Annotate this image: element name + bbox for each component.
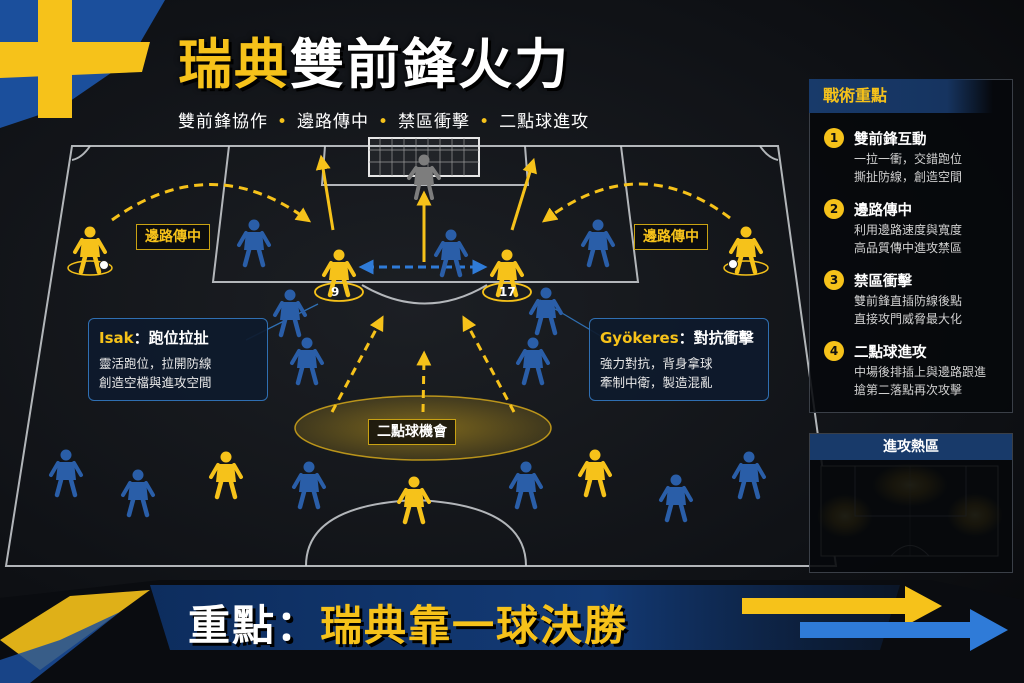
cross-arrow-left xyxy=(111,183,312,223)
subtitle-strip: 雙前鋒協作 • 邊路傳中 • 禁區衝擊 • 二點球進攻 xyxy=(178,107,589,132)
banner-arrow-blue xyxy=(800,609,1008,651)
panel-item-line: 利用邊路速度與寬度 xyxy=(854,223,963,237)
panel-item-line: 直接攻門威脅最大化 xyxy=(854,312,963,326)
colon: ： xyxy=(678,329,694,347)
winger-ring-right xyxy=(723,260,769,276)
jersey-number-right: 17 xyxy=(499,285,516,299)
flag-corner-graphic xyxy=(0,0,165,128)
tag-second-ball: 二點球機會 xyxy=(368,419,456,445)
second-ball-arrow-center xyxy=(416,350,432,413)
panel-item-number: 1 xyxy=(824,128,844,148)
panel-item-line: 撕扯防線，創造空間 xyxy=(854,170,963,184)
panel-item-number: 2 xyxy=(824,199,844,219)
panel-item-number: 4 xyxy=(824,341,844,361)
callout-heading: Isak：跑位拉扯 xyxy=(99,327,257,348)
panel-item-line: 搶第二落點再次攻擊 xyxy=(854,383,963,397)
banner-prefix: 重點： xyxy=(188,601,321,650)
cross-arrow-right xyxy=(541,182,731,223)
ball-icons xyxy=(99,259,738,270)
player-name: Gyökeres xyxy=(600,329,679,347)
panel-item-line: 中場後排插上與邊路跟進 xyxy=(854,365,987,379)
winger-ring-left xyxy=(67,260,113,276)
run-arrow-right-striker xyxy=(510,157,537,231)
bottom-banner xyxy=(0,580,1024,683)
subtitle-item: 邊路傳中 xyxy=(297,112,370,132)
banner-headline: 重點：瑞典靠一球決勝 xyxy=(188,592,628,653)
callout-line: 創造空檔與進攻空間 xyxy=(99,375,212,390)
run-arrows xyxy=(111,154,731,413)
tactics-panel: 戰術重點 1 雙前鋒互動 一拉一衝，交錯跑位 撕扯防線，創造空間 2 邊路傳中 … xyxy=(809,79,1013,413)
striker-ring-left xyxy=(314,282,364,302)
panel-item-line: 高品質傳中進攻禁區 xyxy=(854,241,963,255)
goalkeeper-figure xyxy=(407,154,441,200)
panel-item-number: 3 xyxy=(824,270,844,290)
callout-gyokeres: Gyökeres：對抗衝擊 強力對抗，背身拿球 牽制中衛，製造混亂 xyxy=(589,318,769,401)
panel-item-heading: 禁區衝擊 xyxy=(854,274,912,290)
tag-left-wing: 邊路傳中 xyxy=(136,224,210,250)
panel-title: 戰術重點 xyxy=(809,79,993,113)
title-white-part: 雙前鋒火力 xyxy=(290,33,570,96)
second-ball-arrow-right xyxy=(462,315,516,413)
panel-item-line: 雙前鋒直插防線後點 xyxy=(854,294,963,308)
player-role: 對抗衝擊 xyxy=(693,329,754,347)
callout-isak: Isak：跑位拉扯 靈活跑位，拉開防線 創造空檔與進攻空間 xyxy=(88,318,268,401)
page-title: 瑞典雙前鋒火力 xyxy=(178,20,570,99)
callout-line: 強力對抗，背身拿球 xyxy=(600,356,713,371)
banner-arrow-gold xyxy=(742,586,942,626)
panel-item-heading: 雙前鋒互動 xyxy=(854,132,927,148)
banner-highlight: 瑞典靠一球決勝 xyxy=(320,601,629,650)
panel-item-line: 一拉一衝，交錯跑位 xyxy=(854,152,963,166)
title-gold-part: 瑞典 xyxy=(178,33,290,96)
panel-item-heading: 二點球進攻 xyxy=(854,345,927,361)
jersey-number-left: 9 xyxy=(331,285,340,299)
subtitle-separator: • xyxy=(479,112,491,132)
player-role: 跑位拉扯 xyxy=(148,329,209,347)
second-ball-arrow-left xyxy=(330,315,384,413)
subtitle-item: 禁區衝擊 xyxy=(398,112,471,132)
tag-right-wing: 邊路傳中 xyxy=(634,224,708,250)
subtitle-separator: • xyxy=(277,112,289,132)
colon: ： xyxy=(133,329,149,347)
heatmap-title: 進攻熱區 xyxy=(810,434,1012,460)
panel-item-heading: 邊路傳中 xyxy=(854,203,912,219)
subtitle-separator: • xyxy=(378,112,390,132)
run-arrow-left-striker xyxy=(315,154,335,231)
callout-line: 牽制中衛，製造混亂 xyxy=(600,375,713,390)
subtitle-item: 雙前鋒協作 xyxy=(178,112,268,132)
heatmap-panel: 進攻熱區 xyxy=(809,433,1013,573)
subtitle-item: 二點球進攻 xyxy=(499,112,590,132)
callout-line: 靈活跑位，拉開防線 xyxy=(99,356,212,371)
striker-ring-right xyxy=(482,282,532,302)
callout-heading: Gyökeres：對抗衝擊 xyxy=(600,327,758,348)
player-name: Isak xyxy=(99,329,134,347)
